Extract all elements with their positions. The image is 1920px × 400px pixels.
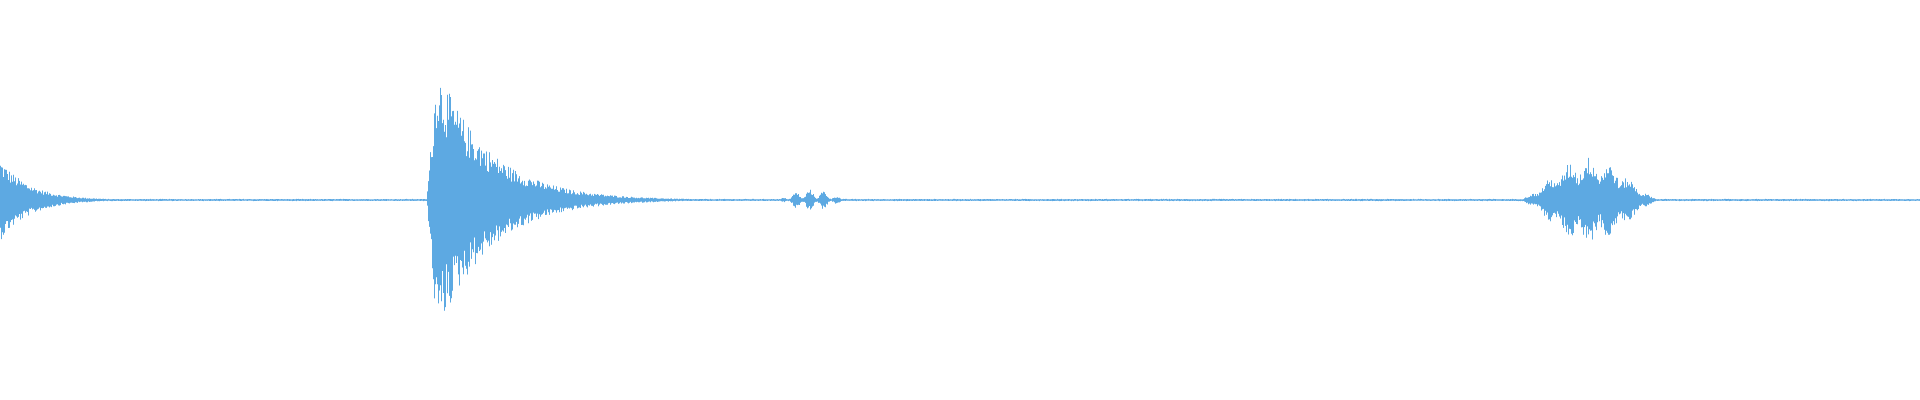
waveform-path	[0, 87, 1920, 311]
